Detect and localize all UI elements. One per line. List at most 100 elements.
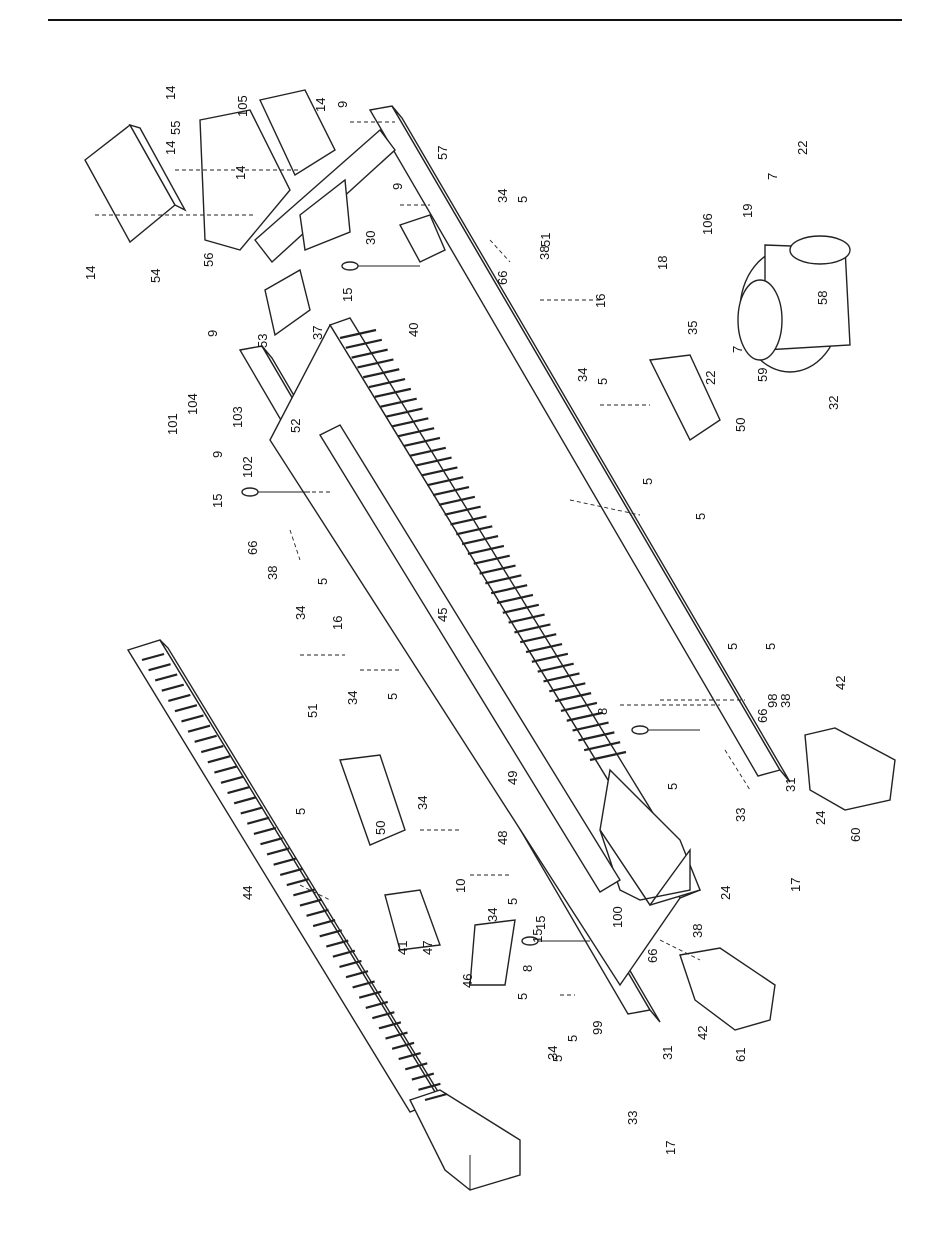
part-label: 8 [595,708,610,715]
part-label: 14 [313,98,328,112]
part-label: 66 [245,541,260,555]
part-label: 22 [703,371,718,385]
part-label: 103 [230,406,245,428]
part-label: 17 [788,878,803,892]
part-label: 99 [590,1021,605,1035]
part-label: 50 [373,821,388,835]
part-label: 5 [315,578,330,585]
part-label: 9 [210,451,225,458]
part-label: 34 [345,691,360,705]
part-label: 102 [240,456,255,478]
part-label: 58 [815,291,830,305]
part-label: 42 [695,1026,710,1040]
belt-guard-upper [650,355,720,440]
foot-cover-61 [680,948,775,1030]
part-label: 5 [725,643,740,650]
part-label: 18 [655,256,670,270]
part-label: 66 [755,709,770,723]
part-label: 9 [335,101,350,108]
step-plate [385,890,515,985]
part-label: 5 [693,513,708,520]
part-label: 47 [420,941,435,955]
part-label: 5 [505,898,520,905]
part-label: 105 [235,95,250,117]
part-label: 8 [520,965,535,972]
part-label: 15 [533,916,548,930]
part-label: 54 [148,269,163,283]
part-label: 56 [201,253,216,267]
part-label: 7 [765,173,780,180]
part-label: 38 [537,246,552,260]
part-label: 100 [610,906,625,928]
part-label: 51 [305,704,320,718]
part-label: 66 [645,949,660,963]
part-label: 9 [390,183,405,190]
part-label: 45 [435,608,450,622]
part-label: 30 [363,231,378,245]
part-label: 32 [826,396,841,410]
part-label: 40 [406,323,421,337]
part-label: 49 [505,771,520,785]
part-label: 15 [210,494,225,508]
part-label: 61 [733,1048,748,1062]
part-label: 38 [778,694,793,708]
part-label: 24 [813,811,828,825]
part-label: 51 [538,233,553,247]
part-label: 5 [385,693,400,700]
part-label: 34 [575,368,590,382]
part-label: 15 [530,929,545,943]
part-label: 34 [415,796,430,810]
part-label: 38 [690,924,705,938]
part-label: 5 [550,1055,565,1062]
part-label: 5 [640,478,655,485]
part-label: 101 [165,413,180,435]
frame-assembly [240,106,790,1022]
part-label: 55 [168,121,183,135]
part-label: 5 [515,196,530,203]
part-label: 7 [730,346,745,353]
part-label: 60 [848,828,863,842]
part-label: 34 [485,908,500,922]
part-label: 35 [685,321,700,335]
part-label: 104 [185,393,200,415]
part-label: 66 [495,271,510,285]
part-label: 5 [665,783,680,790]
deck-assembly [270,318,700,985]
part-label: 31 [783,778,798,792]
part-label: 5 [595,378,610,385]
part-label: 5 [565,1035,580,1042]
part-label: 14 [163,86,178,100]
part-label: 16 [593,294,608,308]
part-label: 9 [205,330,220,337]
part-label: 38 [265,566,280,580]
part-label: 48 [495,831,510,845]
part-label: 41 [395,941,410,955]
part-label: 46 [460,974,475,988]
part-label: 31 [660,1046,675,1060]
part-label: 50 [733,418,748,432]
part-label: 52 [288,419,303,433]
part-label: 14 [83,266,98,280]
part-label: 14 [163,141,178,155]
part-label: 53 [255,334,270,348]
part-label: 10 [453,879,468,893]
part-label: 59 [755,368,770,382]
part-label: 22 [795,141,810,155]
part-label: 5 [515,993,530,1000]
foot-cover-60 [805,728,895,810]
part-label: 44 [240,886,255,900]
motor [738,236,850,372]
part-label: 37 [310,326,325,340]
part-label: 19 [740,204,755,218]
part-label: 33 [625,1111,640,1125]
part-label: 15 [340,288,355,302]
part-label: 14 [233,166,248,180]
part-label: 34 [495,189,510,203]
part-label: 5 [293,808,308,815]
part-label: 5 [763,643,778,650]
part-label: 42 [833,676,848,690]
part-label: 57 [435,146,450,160]
part-label: 33 [733,808,748,822]
